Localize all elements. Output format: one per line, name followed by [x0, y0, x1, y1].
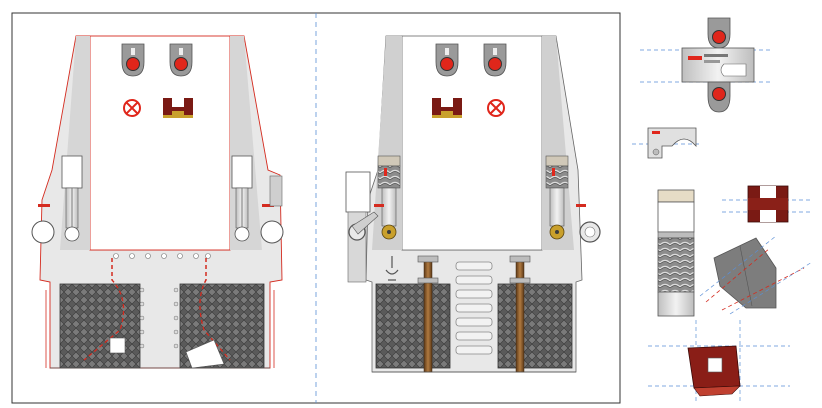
- chain-hook: [385, 256, 399, 281]
- button-left-top: [121, 43, 145, 77]
- ladder-rungs: [455, 261, 493, 355]
- window-cutout: [89, 35, 231, 251]
- spring-cylinder-part: [657, 189, 695, 317]
- tread-plate-left: [59, 283, 141, 369]
- hole-row: [113, 253, 211, 259]
- left-piston: [61, 155, 83, 242]
- rod-left: [423, 257, 433, 373]
- right-spring-piston: [545, 155, 569, 240]
- angled-bracket-part: [699, 235, 813, 315]
- mount-bracket-part: [632, 127, 700, 159]
- right-side-bar: [269, 175, 283, 207]
- right-ring: [260, 220, 284, 244]
- cut-tab: [185, 339, 225, 369]
- red-block-part: [648, 320, 790, 402]
- rivets-left: [139, 287, 179, 349]
- red-button-icon: [174, 57, 188, 71]
- left-ring: [31, 220, 55, 244]
- front-view-assembled: [345, 35, 601, 373]
- red-button-icon: [488, 57, 502, 71]
- red-button-icon: [712, 87, 726, 101]
- side-box: [345, 171, 371, 213]
- rod-right: [515, 257, 525, 373]
- window-cutout: [401, 35, 543, 251]
- red-button-icon: [712, 30, 726, 44]
- tread-plate-left: [375, 283, 451, 369]
- h-block-part: [722, 185, 812, 223]
- cut-square: [109, 337, 126, 354]
- tread-plate-right: [497, 283, 573, 369]
- h-block-icon: [163, 98, 193, 118]
- h-block-icon: [432, 98, 462, 118]
- hook-arm: [351, 211, 379, 235]
- front-view-cutlines: [31, 35, 284, 369]
- red-button-icon: [440, 57, 454, 71]
- right-piston: [231, 155, 253, 242]
- valve-wheel-icon: [487, 99, 505, 117]
- left-spring-piston: [377, 155, 401, 240]
- button-right-top: [483, 43, 507, 77]
- valve-wheel-icon: [123, 99, 141, 117]
- handle-part: [640, 17, 770, 113]
- button-left-top: [435, 43, 459, 77]
- button-right-top: [169, 43, 193, 77]
- red-button-icon: [126, 57, 140, 71]
